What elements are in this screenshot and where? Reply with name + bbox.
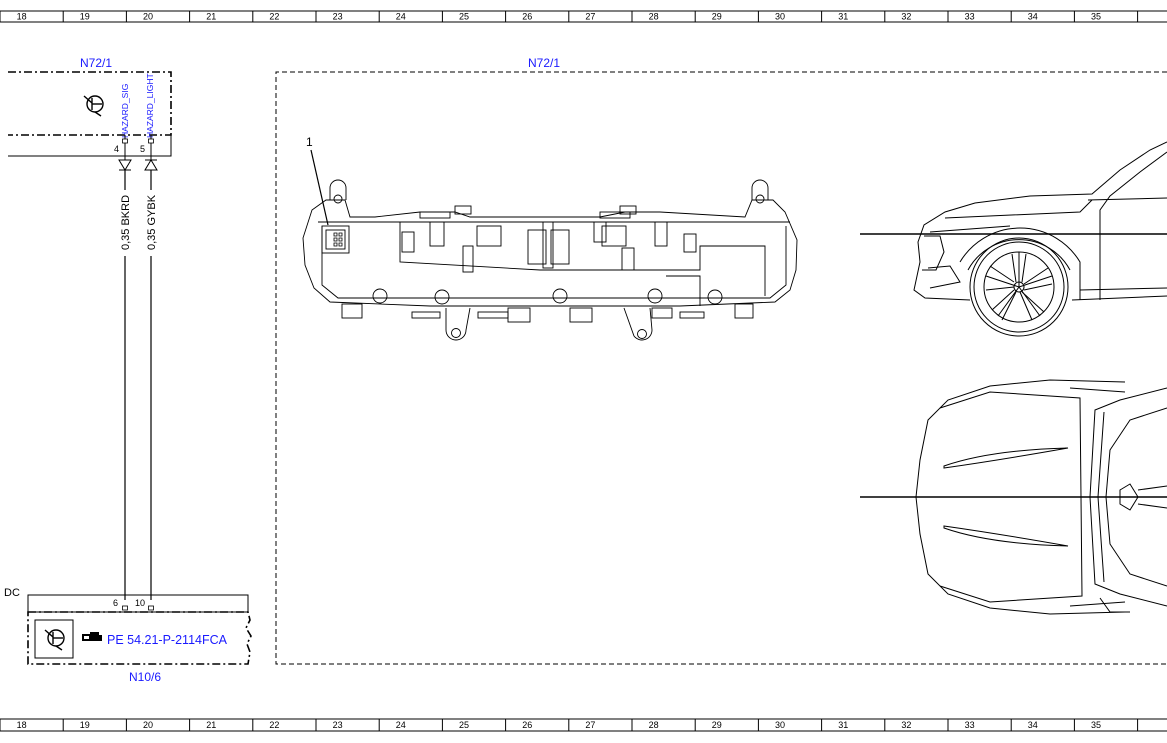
ruler-top-label-35: 35 xyxy=(1091,12,1101,22)
ruler-bottom-label-33: 33 xyxy=(965,720,975,730)
ruler-top-label-29: 29 xyxy=(712,12,722,22)
ruler-bottom-label-20: 20 xyxy=(143,720,153,730)
ruler-top-label-22: 22 xyxy=(269,12,279,22)
ruler-bottom-label-27: 27 xyxy=(585,720,595,730)
upper-module: N72/1 HAZARD_SIG HAZARD_LIGHT 4 5 xyxy=(8,56,172,171)
vehicle-side-view xyxy=(913,141,1167,337)
ruler-bottom-label-25: 25 xyxy=(459,720,469,730)
ruler-top-label-30: 30 xyxy=(775,12,785,22)
module-symbol-icon xyxy=(44,629,65,651)
lower-module-prefix: DC xyxy=(4,587,20,599)
ruler-bottom-label-26: 26 xyxy=(522,720,532,730)
pin-number-4: 4 xyxy=(114,144,119,154)
ruler-bottom-label-19: 19 xyxy=(80,720,90,730)
location-frame-label: N72/1 xyxy=(528,56,560,70)
ruler-top-label-28: 28 xyxy=(649,12,659,22)
ruler-top-label-21: 21 xyxy=(206,12,216,22)
ruler-top-label-23: 23 xyxy=(333,12,343,22)
ruler-top-label-25: 25 xyxy=(459,12,469,22)
ruler-top-label-34: 34 xyxy=(1028,12,1038,22)
upper-module-label: N72/1 xyxy=(80,56,112,70)
pointing-hand-icon xyxy=(82,632,102,641)
ruler-bottom-label-28: 28 xyxy=(649,720,659,730)
input-arrow-icon xyxy=(144,159,158,171)
ruler-top-label-27: 27 xyxy=(585,12,595,22)
ruler-top-label-19: 19 xyxy=(80,12,90,22)
lower-pin-10: 10 xyxy=(135,598,145,608)
ruler-bottom-label-23: 23 xyxy=(333,720,343,730)
ruler-bottom-label-30: 30 xyxy=(775,720,785,730)
pin-signal-hazard-light: HAZARD_LIGHT xyxy=(145,73,155,138)
output-arrow-icon xyxy=(118,159,132,171)
ruler-top-label-26: 26 xyxy=(522,12,532,22)
ruler-bottom-label-18: 18 xyxy=(17,720,27,730)
wires: 0,35 BKRD 0,35 GYBK xyxy=(115,170,161,600)
ruler-bottom-label-21: 21 xyxy=(206,720,216,730)
ruler-top-label-32: 32 xyxy=(901,12,911,22)
pin-number-5: 5 xyxy=(140,144,145,154)
ruler-bottom-label-34: 34 xyxy=(1028,720,1038,730)
module-symbol-icon xyxy=(83,95,104,117)
ruler-bottom-label-29: 29 xyxy=(712,720,722,730)
ruler-bottom-label-32: 32 xyxy=(901,720,911,730)
ruler-top-label-18: 18 xyxy=(17,12,27,22)
reference-link[interactable]: PE 54.21-P-2114FCA xyxy=(107,633,228,647)
ruler-top-label-33: 33 xyxy=(965,12,975,22)
ruler-bottom-label-31: 31 xyxy=(838,720,848,730)
wire-label-gybk: 0,35 GYBK xyxy=(146,194,158,250)
ruler-top-label-31: 31 xyxy=(838,12,848,22)
control-panel-drawing xyxy=(302,179,798,341)
callout-number: 1 xyxy=(306,135,313,149)
location-frame: N72/1 1 xyxy=(275,56,1167,665)
wire-label-bkrd: 0,35 BKRD xyxy=(120,195,132,250)
ruler-bottom-label-24: 24 xyxy=(396,720,406,730)
lower-module: DC 6 10 PE 54.21-P-2114FCA N10/6 xyxy=(4,587,252,684)
ruler-top-label-20: 20 xyxy=(143,12,153,22)
pin-signal-hazard-sig: HAZARD_SIG xyxy=(120,84,130,138)
ruler-top-label-24: 24 xyxy=(396,12,406,22)
ruler-bottom-label-22: 22 xyxy=(269,720,279,730)
column-ruler-bottom: 18 19 20 21 22 23 24 25 26 27 28 29 30 31 32 33 34 35 xyxy=(0,718,1167,732)
column-ruler-top: 18 19 20 21 22 23 24 25 26 27 28 29 30 31 32 33 34 35 xyxy=(0,10,1167,23)
lower-module-label: N10/6 xyxy=(129,670,161,684)
lower-pin-6: 6 xyxy=(113,598,118,608)
ruler-bottom-label-35: 35 xyxy=(1091,720,1101,730)
